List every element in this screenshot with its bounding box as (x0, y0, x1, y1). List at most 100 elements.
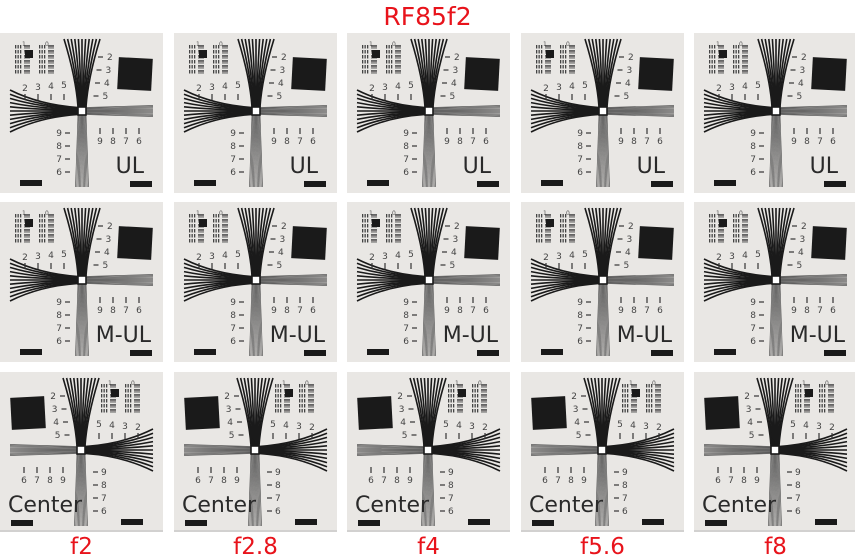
chart-number: 4 (742, 251, 748, 261)
chart-number: 8 (403, 311, 409, 321)
chart-number: 4 (278, 248, 284, 258)
region-label: M-UL (442, 323, 498, 348)
chart-number: 9 (60, 476, 66, 486)
chart-number: 9 (56, 298, 62, 308)
chart-number: 9 (618, 306, 624, 316)
chart-number: 5 (450, 92, 456, 102)
bottom-bar-right (11, 520, 33, 526)
chart-number: 8 (622, 481, 628, 491)
chart-number: 6 (230, 168, 236, 178)
chart-number: 4 (48, 82, 54, 92)
chart-number: 2 (482, 423, 488, 433)
chart-number: 7 (577, 324, 583, 334)
chart-number: 7 (208, 476, 214, 486)
chart-number: 2 (369, 84, 375, 94)
chart-number: 2 (656, 423, 662, 433)
group-number: 0 (739, 210, 743, 217)
chart-number: 6 (136, 306, 142, 316)
group-number: 0 (478, 380, 482, 387)
center-target (597, 445, 607, 455)
region-label: Center (355, 493, 430, 518)
chart-number: 6 (657, 306, 663, 316)
region-label: M-UL (269, 323, 325, 348)
chart-number: 5 (450, 261, 456, 271)
chart-number: 3 (122, 422, 128, 432)
bottom-bar-left (714, 180, 736, 186)
black-square (357, 396, 393, 430)
chart-number: 4 (53, 418, 59, 428)
chart-number: 6 (56, 168, 62, 178)
bottom-bar-right (532, 520, 554, 526)
bottom-bar-right (304, 181, 326, 187)
black-square (10, 396, 46, 430)
chart-number: 4 (630, 421, 636, 431)
chart-number: 3 (453, 66, 459, 76)
black-square (117, 226, 153, 260)
chart-number: 2 (543, 253, 549, 263)
chart-number: 7 (448, 494, 454, 504)
chart-number: 9 (275, 468, 281, 478)
chart-number: 8 (577, 142, 583, 152)
chart-number: 2 (716, 253, 722, 263)
group-number: 1 (716, 210, 720, 217)
chart-number: 7 (123, 137, 129, 147)
bottom-bar-left (194, 180, 216, 186)
center-target (251, 106, 261, 116)
chart-number: 2 (571, 392, 577, 402)
bottom-bar-right (130, 350, 152, 356)
chart-number: 2 (744, 392, 750, 402)
chart-number: 9 (444, 306, 450, 316)
group-number: 1 (108, 380, 112, 387)
chart-number: 4 (278, 79, 284, 89)
chart-number: 5 (235, 250, 241, 260)
chart-number: 4 (283, 421, 289, 431)
chart-number: 2 (281, 53, 287, 63)
bottom-bar-left (541, 180, 563, 186)
region-label: M-UL (789, 323, 845, 348)
bottom-bar-right (651, 181, 673, 187)
chart-number: 3 (729, 252, 735, 262)
chart-number: 2 (135, 423, 141, 433)
chart-number: 4 (109, 421, 115, 431)
group-number: 1 (543, 210, 547, 217)
chart-number: 4 (227, 418, 233, 428)
bottom-bar-left (295, 519, 317, 525)
chart-number: 3 (280, 235, 286, 245)
chart-number: 3 (800, 66, 806, 76)
center-target (771, 106, 781, 116)
chart-number: 2 (196, 84, 202, 94)
chart-number: 6 (577, 168, 583, 178)
group-number: 1 (455, 380, 459, 387)
chart-number: 3 (35, 83, 41, 93)
chart-number: 8 (230, 142, 236, 152)
chart-number: 7 (470, 137, 476, 147)
chart-number: 4 (798, 79, 804, 89)
chart-number: 4 (451, 79, 457, 89)
chart-number: 2 (543, 84, 549, 94)
chart-number: 8 (56, 311, 62, 321)
region-label: Center (529, 493, 604, 518)
chart-number: 8 (631, 306, 637, 316)
chart-number: 4 (104, 248, 110, 258)
chart-number: 5 (790, 420, 796, 430)
chart-number: 6 (195, 476, 201, 486)
chart-number: 2 (369, 253, 375, 263)
chart-number: 3 (106, 235, 112, 245)
chart-number: 8 (804, 306, 810, 316)
group-number: 1 (629, 380, 633, 387)
chart-number: 6 (448, 507, 454, 517)
group-number: 1 (22, 41, 26, 48)
chart-number: 8 (110, 137, 116, 147)
chart-number: 5 (582, 81, 588, 91)
group-number: 0 (45, 210, 49, 217)
chart-number: 3 (469, 422, 475, 432)
chart-number: 6 (483, 306, 489, 316)
chart-number: 7 (555, 476, 561, 486)
